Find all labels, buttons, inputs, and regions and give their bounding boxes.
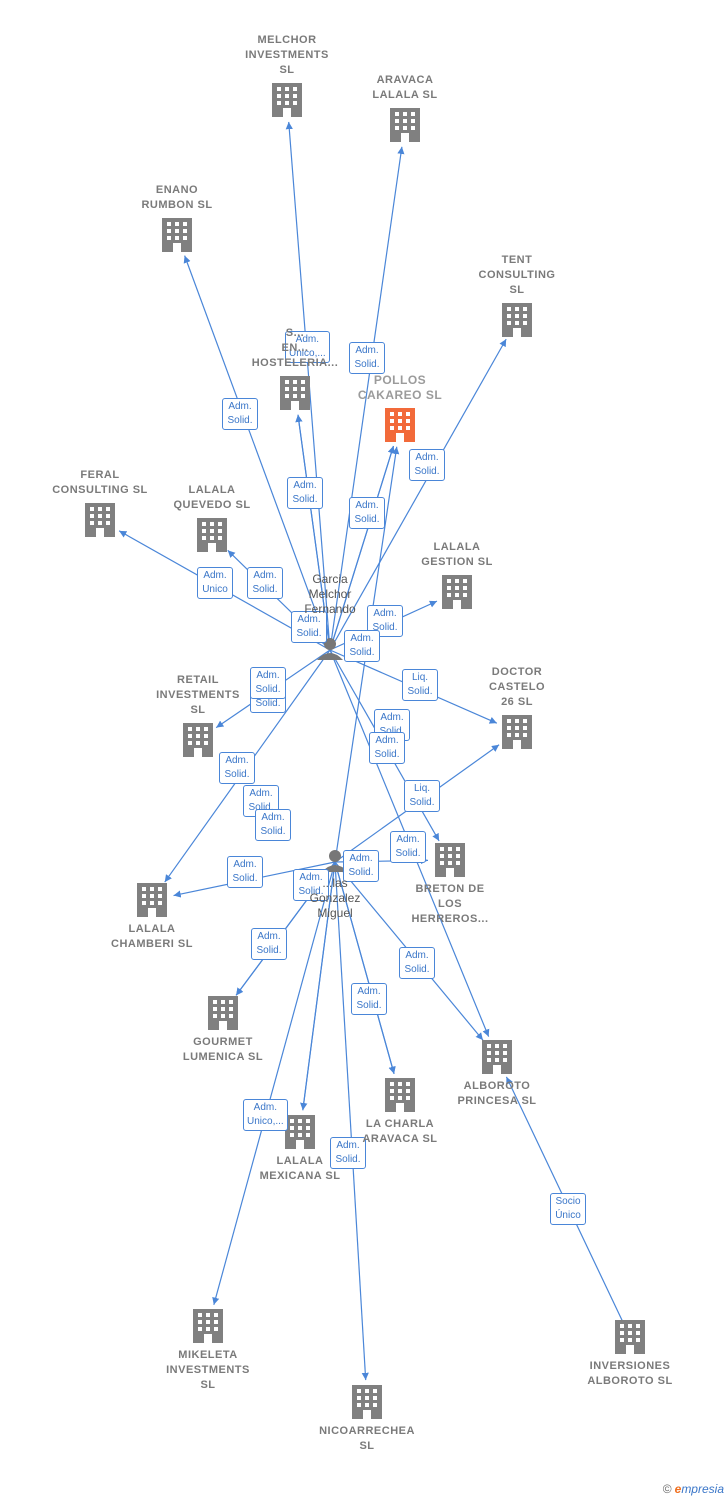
building-icon[interactable] [352,1385,382,1419]
edge-label[interactable]: Adm. Unico,... [285,331,330,363]
edge-label[interactable]: Liq. Solid. [404,780,440,812]
edge-label[interactable]: Adm. Solid. [369,732,405,764]
edge-label[interactable]: Adm. Solid. [250,667,286,699]
building-icon[interactable] [502,303,532,337]
icons-layer [85,83,645,1419]
edge-p2-mikeleta [212,861,336,1305]
building-icon[interactable] [162,218,192,252]
edge-label[interactable]: Adm. Unico [197,567,233,599]
company-label-mikeleta[interactable]: MIKELETA INVESTMENTS SL [166,1349,250,1391]
edge-p1-hosteleria [295,414,331,651]
company-label-retail[interactable]: RETAIL INVESTMENTS SL [156,674,240,716]
building-icon[interactable] [197,518,227,552]
edge-p2-nicoarrechea [334,861,369,1381]
edge-label[interactable]: Adm. Solid. [219,752,255,784]
person-label-p2[interactable]: ...las Gonzalez Miguel [309,876,361,920]
company-label-mexicana[interactable]: LALALA MEXICANA SL [259,1155,341,1182]
company-label-charla[interactable]: LA CHARLA ARAVACA SL [362,1118,438,1145]
edge-p1-pollos [329,445,395,651]
company-label-quevedo[interactable]: LALALA QUEVEDO SL [173,484,251,511]
building-icon[interactable] [183,723,213,757]
building-icon[interactable] [280,376,310,410]
edge-label[interactable]: Adm. Solid. [399,947,435,979]
edge-label[interactable]: Adm. Solid. [330,1137,366,1169]
company-label-nicoarrechea[interactable]: NICOARRECHEA SL [319,1425,415,1452]
company-label-inversiones[interactable]: INVERSIONES ALBOROTO SL [587,1360,673,1387]
edge-p1-enano [183,255,331,651]
edge-label[interactable]: Adm. Solid. [247,567,283,599]
building-icon[interactable] [85,503,115,537]
edge-p2-mexicana [300,861,336,1111]
company-label-pollos[interactable]: POLLOS CAKAREO SL [357,373,443,402]
footer-brand[interactable]: ©empresia [663,1482,724,1496]
edge-label[interactable]: Adm. Solid. [291,611,327,643]
edge-label[interactable]: Adm. Solid. [351,983,387,1015]
building-icon[interactable] [385,1078,415,1112]
company-label-chamberi[interactable]: LALALA CHAMBERI SL [111,923,193,950]
edge-label[interactable]: Socio Único [550,1193,586,1225]
edge-p2-charla [334,861,396,1074]
company-label-doctor[interactable]: DOCTOR CASTELO 26 SL [488,666,546,708]
building-icon[interactable] [208,996,238,1030]
brand-e-logo: e [674,1482,682,1496]
building-icon[interactable] [615,1320,645,1354]
company-label-hosteleria[interactable]: S... EN... HOSTELERIA... [251,327,339,369]
company-label-aravaca[interactable]: ARAVACA LALALA SL [372,74,438,101]
edge-label[interactable]: Adm. Solid. [293,869,329,901]
company-label-enano[interactable]: ENANO RUMBON SL [141,184,213,211]
company-label-melchor[interactable]: MELCHOR INVESTMENTS SL [245,34,329,76]
building-icon[interactable] [193,1309,223,1343]
edge-label[interactable]: Adm. Solid. [349,342,385,374]
brand-name: mpresia [681,1482,724,1496]
person-label-p1[interactable]: Garcia Melchor Fernando [304,572,356,616]
edge-label[interactable]: Adm. Solid. [344,630,380,662]
edge-label[interactable]: Adm. Solid. [349,497,385,529]
company-label-gourmet[interactable]: GOURMET LUMENICA SL [182,1036,264,1063]
building-icon[interactable] [385,408,415,442]
building-icon[interactable] [285,1115,315,1149]
edge-p1-aravaca [329,146,405,651]
edge-label[interactable]: Adm. Solid. [287,477,323,509]
edge-label[interactable]: Adm. Solid. [227,856,263,888]
building-icon[interactable] [272,83,302,117]
company-label-breton[interactable]: BRETON DE LOS HERREROS... [411,883,489,925]
building-icon[interactable] [435,843,465,877]
company-label-feral[interactable]: FERAL CONSULTING SL [52,469,148,496]
building-icon[interactable] [482,1040,512,1074]
edge-label[interactable]: Liq. Solid. [402,669,438,701]
edge-label[interactable]: Adm. Unico,... [243,1099,288,1131]
company-label-tent[interactable]: TENT CONSULTING SL [478,254,556,296]
building-icon[interactable] [137,883,167,917]
edge-label[interactable]: Adm. Solid. [222,398,258,430]
edge-label[interactable]: Adm. Solid. [251,928,287,960]
copyright-symbol: © [662,1482,672,1496]
company-label-gestion[interactable]: LALALA GESTION SL [421,541,493,568]
building-icon[interactable] [442,575,472,609]
edge-label[interactable]: Adm. Solid. [255,809,291,841]
company-label-alboroto[interactable]: ALBOROTO PRINCESA SL [457,1080,537,1107]
person-icon[interactable] [317,638,343,660]
building-icon[interactable] [390,108,420,142]
edge-label[interactable]: Adm. Solid. [409,449,445,481]
building-icon[interactable] [502,715,532,749]
edge-label[interactable]: Adm. Solid. [343,850,379,882]
edge-p1-tent [329,338,507,651]
edge-label[interactable]: Adm. Solid. [390,831,426,863]
